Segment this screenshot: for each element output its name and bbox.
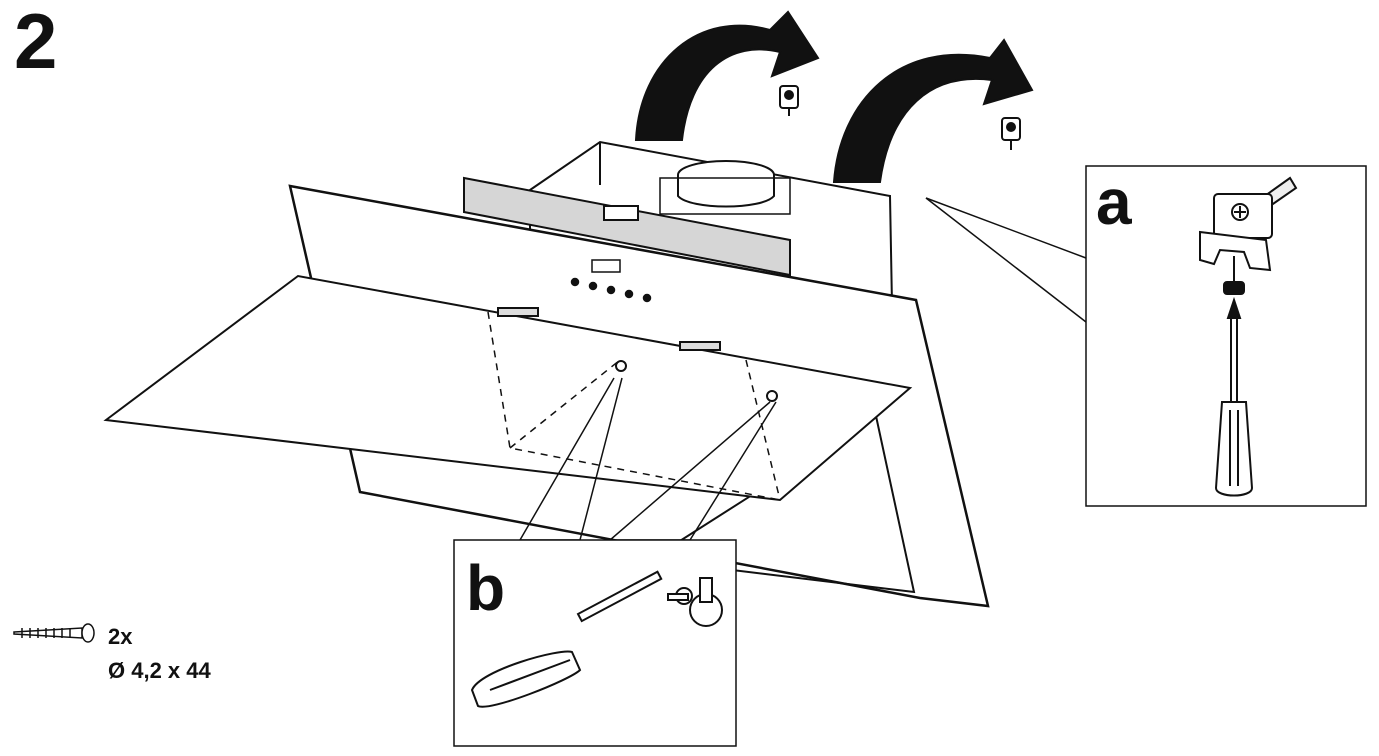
detail-b-box — [453, 539, 737, 747]
hood-body — [463, 140, 894, 307]
detail-b-label: b — [466, 552, 506, 624]
screw-quantity: 2x — [108, 624, 133, 649]
wall-bracket-icon — [1199, 176, 1298, 295]
screwdriver-icon-b — [470, 570, 663, 708]
callout-lines-a — [925, 197, 1087, 323]
bracket-icon-left — [779, 85, 799, 116]
filter-panel — [103, 274, 913, 502]
rotate-arrow-left-icon — [634, 10, 820, 141]
detail-a-box — [1085, 165, 1367, 507]
detail-a-label: a — [1096, 166, 1132, 238]
screw-size: Ø 4,2 x 44 — [108, 658, 211, 684]
screw-spec: 2x Ø 4,2 x 44 — [108, 620, 211, 688]
rotate-arrow-right-icon — [832, 38, 1034, 183]
step-number: 2 — [14, 0, 58, 85]
screwdriver-icon-a — [1214, 296, 1254, 497]
screw-icon — [13, 623, 95, 643]
bracket-icon-right — [1001, 117, 1021, 150]
screw-keyhole-icon — [667, 577, 723, 627]
